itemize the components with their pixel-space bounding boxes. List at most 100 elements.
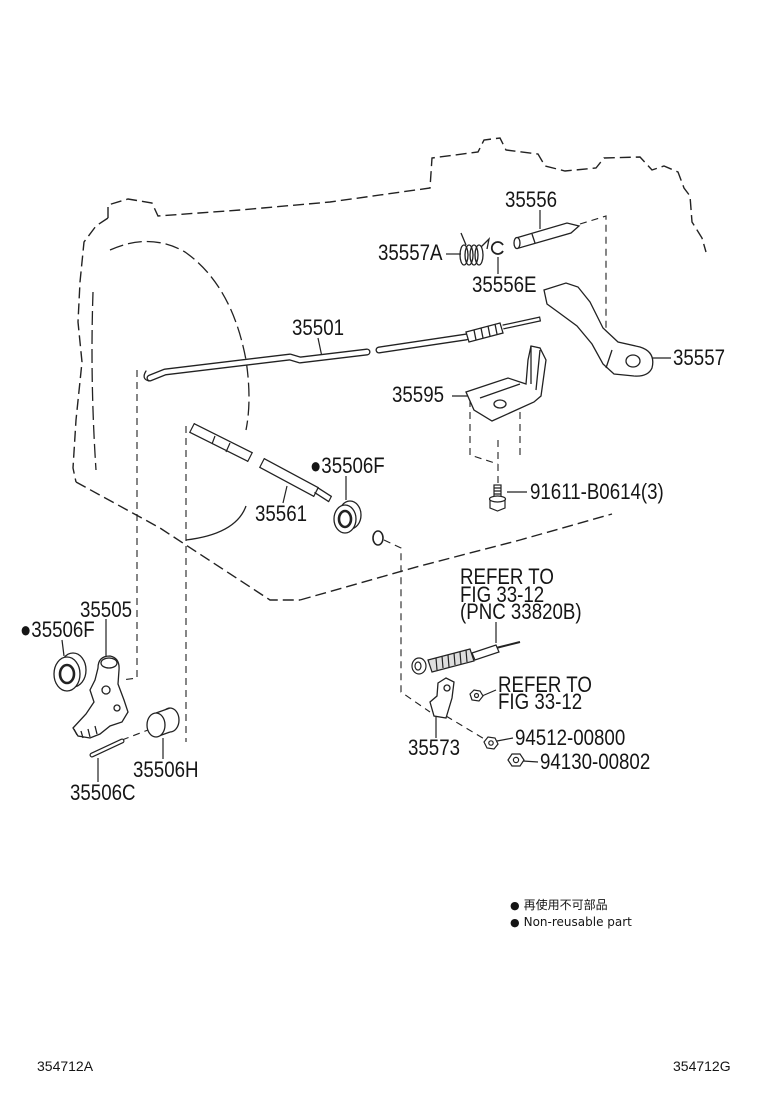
legend-marker: ● bbox=[510, 916, 520, 929]
lever-hole bbox=[625, 354, 641, 368]
cable-wire bbox=[495, 641, 521, 649]
spring-coil bbox=[469, 244, 479, 266]
case-bottom-left-edge bbox=[75, 481, 300, 601]
nut-hole bbox=[473, 692, 480, 699]
refer-note-nut-line2: FIG 33-12 bbox=[498, 689, 583, 714]
rod-end-35501 bbox=[502, 316, 542, 330]
part-label-35573: 35573 bbox=[408, 735, 461, 760]
rod-hook bbox=[143, 370, 150, 382]
bracket-hole bbox=[493, 399, 507, 409]
legend-english-text: Non-reusable part bbox=[523, 915, 632, 929]
pin-groove bbox=[531, 233, 536, 244]
part-label-35557: 35557 bbox=[673, 345, 726, 370]
bracket-body bbox=[429, 677, 455, 719]
leader-35501 bbox=[317, 337, 323, 358]
control-rod-35501 bbox=[143, 333, 470, 382]
lever-pin-hole bbox=[113, 704, 121, 712]
rod-tip-fill bbox=[314, 488, 332, 501]
part-label-35506F-right: ●35506F bbox=[310, 455, 385, 477]
legend-marker: ● bbox=[510, 899, 520, 912]
illustration-code-left: 354712A bbox=[37, 1058, 94, 1074]
bolt-91611-B0614 bbox=[488, 484, 507, 512]
spring-35557A bbox=[459, 232, 491, 266]
leader-94130 bbox=[522, 760, 539, 763]
cable-threads bbox=[435, 649, 468, 671]
guide-bracket-to-bolt bbox=[469, 400, 521, 484]
lever-body bbox=[543, 282, 654, 377]
part-number: 35506F bbox=[31, 617, 95, 642]
bushing-35506H bbox=[146, 707, 180, 738]
guide-oring-to-bracket bbox=[383, 539, 431, 713]
pin-head bbox=[513, 236, 521, 250]
part-label-35506F-left: ●35506F bbox=[20, 619, 95, 641]
bushing-front bbox=[146, 712, 166, 738]
bell-housing-arc bbox=[109, 240, 250, 431]
bolt-threads bbox=[494, 487, 501, 495]
pin-body bbox=[515, 222, 581, 249]
illustration-code-right: 354712G bbox=[673, 1058, 731, 1074]
seal-lip bbox=[58, 663, 76, 685]
seal-lip bbox=[337, 509, 353, 529]
part-label-35506C: 35506C bbox=[70, 780, 136, 805]
nut-94130-00802 bbox=[507, 753, 525, 767]
leader-refer-nut bbox=[481, 689, 497, 697]
lever-pivot-hole bbox=[101, 685, 111, 695]
part-label-94130-00802: 94130-00802 bbox=[540, 749, 651, 774]
non-reusable-marker: ● bbox=[20, 617, 32, 642]
rod-end-cap bbox=[538, 316, 542, 322]
guide-bracket-to-washer bbox=[445, 715, 487, 741]
shift-cable-assembly bbox=[411, 641, 521, 675]
spring-hooks bbox=[460, 232, 491, 250]
nut-hole bbox=[488, 740, 494, 746]
rod-end-caps bbox=[188, 422, 333, 503]
rod-fill bbox=[147, 334, 469, 381]
pin-35506C bbox=[89, 738, 125, 758]
case-bottom-right-edge bbox=[299, 513, 613, 601]
bell-housing-lower-arc bbox=[185, 505, 247, 541]
assembly-guide-lines bbox=[121, 215, 607, 742]
refer-note-nut-line1: REFER TO bbox=[498, 672, 592, 697]
rod-boot bbox=[465, 322, 504, 343]
guide-pin-to-bushing bbox=[121, 729, 149, 741]
nut-refer-fig bbox=[469, 689, 484, 702]
lever-detent-teeth bbox=[73, 725, 98, 739]
part-label-35501: 35501 bbox=[292, 315, 345, 340]
nut-hole bbox=[512, 756, 520, 764]
non-reusable-marker: ● bbox=[310, 453, 322, 478]
cable-sleeve bbox=[427, 648, 475, 673]
part-label-35595: 35595 bbox=[392, 382, 445, 407]
refer-note-cable-line3: (PNC 33820B) bbox=[460, 599, 582, 624]
spring-coil bbox=[459, 244, 469, 266]
bracket-hole bbox=[443, 684, 451, 692]
oil-seal-35506F-left bbox=[53, 652, 87, 692]
leader-94512 bbox=[496, 737, 514, 742]
bracket-plate bbox=[465, 345, 547, 422]
guide-pin-to-lever bbox=[579, 215, 607, 345]
part-number: 35506F bbox=[321, 453, 385, 478]
leader-35506F-left bbox=[61, 639, 65, 657]
part-label-35561: 35561 bbox=[255, 501, 308, 526]
bell-housing-arcs bbox=[91, 240, 250, 471]
bracket-rib bbox=[479, 383, 521, 399]
rod-fill bbox=[190, 424, 318, 496]
leader-35561 bbox=[282, 485, 288, 504]
part-label-35506H: 35506H bbox=[133, 757, 199, 782]
bracket-tab bbox=[530, 346, 541, 391]
part-label-35556: 35556 bbox=[505, 187, 558, 212]
spring-coil bbox=[474, 244, 484, 266]
boot-ridges bbox=[473, 323, 498, 341]
o-ring bbox=[372, 530, 384, 546]
part-label-35557A: 35557A bbox=[378, 240, 443, 265]
case-left-edge bbox=[72, 217, 109, 483]
shift-rod-35561 bbox=[188, 422, 333, 503]
legend-english: ●Non-reusable part bbox=[510, 916, 632, 928]
part-label-35505: 35505 bbox=[80, 597, 133, 622]
part-label-35556E: 35556E bbox=[472, 272, 537, 297]
oil-seal-35506F-right bbox=[333, 500, 362, 534]
nut-94512-00800 bbox=[483, 736, 499, 750]
boot-body bbox=[465, 322, 504, 343]
rod-notches bbox=[211, 435, 231, 453]
part-label-94512-00800: 94512-00800 bbox=[515, 725, 626, 750]
